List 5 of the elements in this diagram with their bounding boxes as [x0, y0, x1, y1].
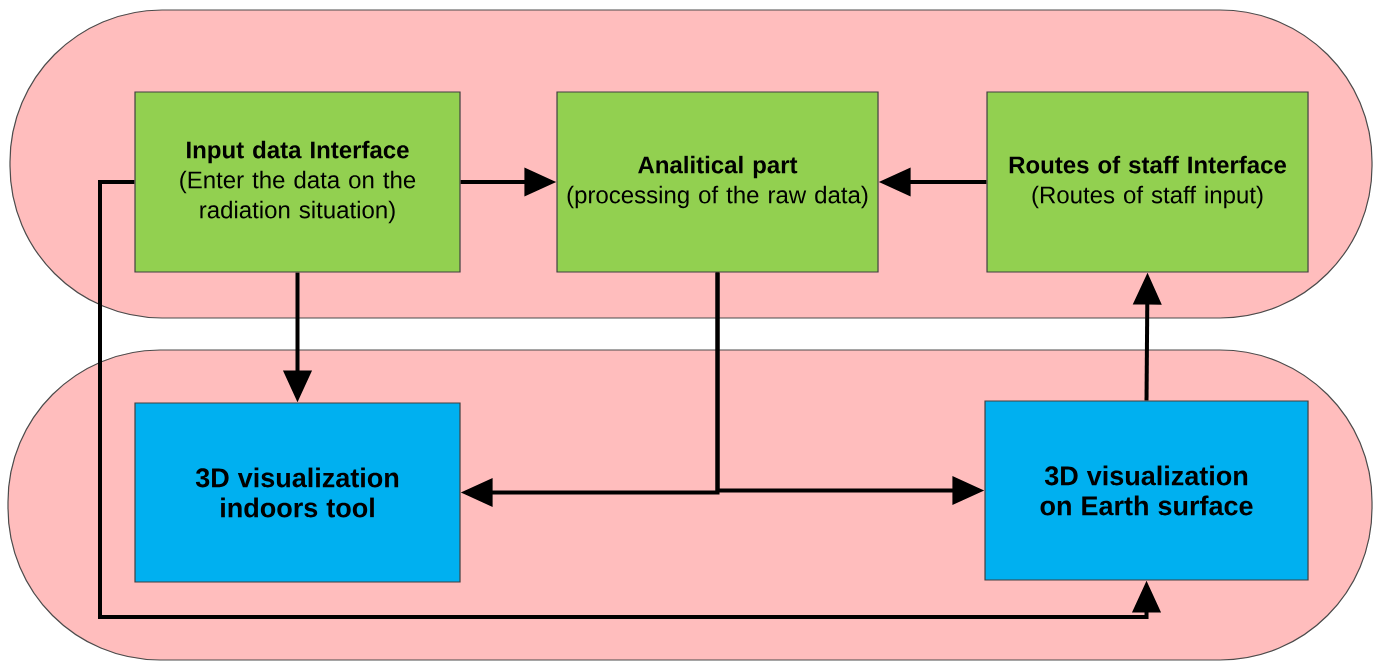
process-box: Input data Interface (Enter the data on the radiation situation) [134, 91, 461, 273]
tool-box: 3D visualization indoors tool [134, 402, 461, 583]
tool-box: 3D visualization on Earth surface [984, 400, 1309, 581]
process-box: Analitical part (processing of the raw data) [556, 91, 879, 273]
process-box: Routes of staff Interface (Routes of staff input) [986, 91, 1309, 273]
